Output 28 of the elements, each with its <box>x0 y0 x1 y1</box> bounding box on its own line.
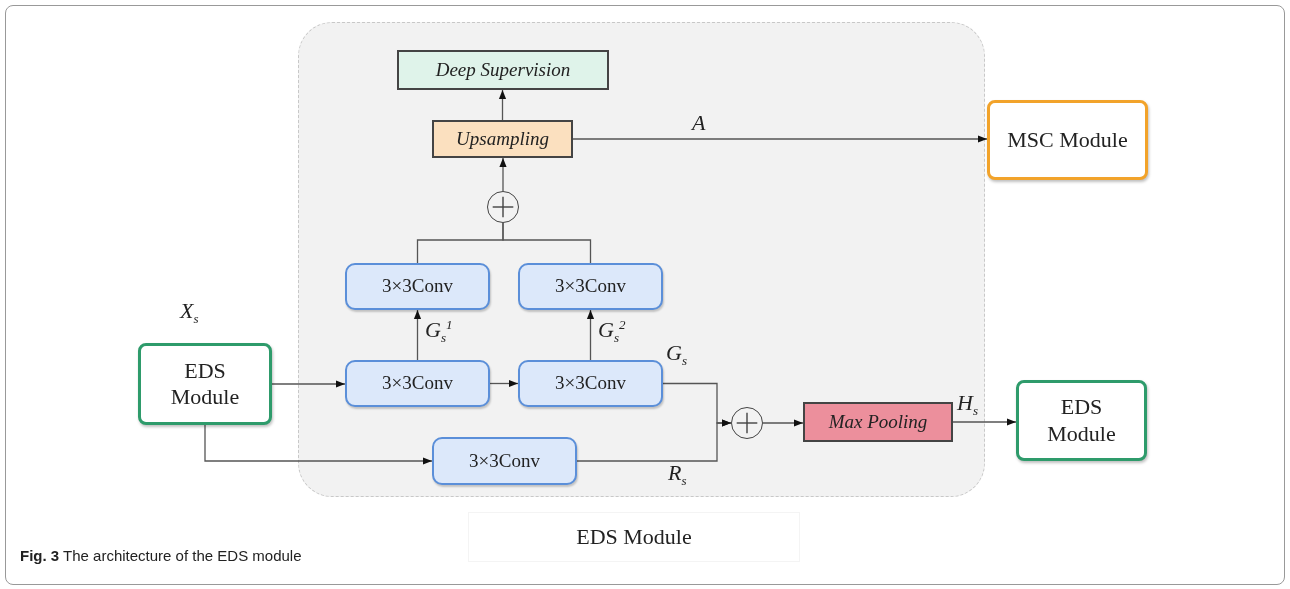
conv-box: 3×3Conv <box>345 360 490 407</box>
conv-box: 3×3Conv <box>518 263 663 310</box>
conv-box: 3×3Conv <box>518 360 663 407</box>
edge-label: A <box>692 112 706 134</box>
process-box: Max Pooling <box>803 402 953 442</box>
arrow <box>762 419 804 427</box>
arrow <box>498 89 507 121</box>
arrow <box>576 419 732 462</box>
arrow <box>952 418 1017 426</box>
arrow <box>586 309 595 361</box>
arrow <box>489 379 519 388</box>
process-box: Upsampling <box>432 120 573 158</box>
edge-label: R$_{s}$ <box>668 462 687 488</box>
arrow <box>204 424 433 465</box>
arrow <box>271 380 346 388</box>
figure-caption: Fig. 3 The architecture of the EDS module <box>20 547 302 564</box>
process-box: Deep Supervision <box>397 50 609 90</box>
arrow <box>413 309 422 361</box>
edge-label: G$_{s}$ <box>666 342 687 368</box>
module-box: EDS Module <box>138 343 272 425</box>
module-box: EDS Module <box>1016 380 1147 461</box>
conv-box: 3×3Conv <box>432 437 577 485</box>
group-label: EDS Module <box>468 512 800 562</box>
module-box: MSC Module <box>987 100 1148 180</box>
conv-box: 3×3Conv <box>345 263 490 310</box>
variable-label: X$_{s}$ <box>180 300 199 326</box>
edge-label: H$_{s}$ <box>957 392 978 418</box>
arrow <box>499 157 507 192</box>
